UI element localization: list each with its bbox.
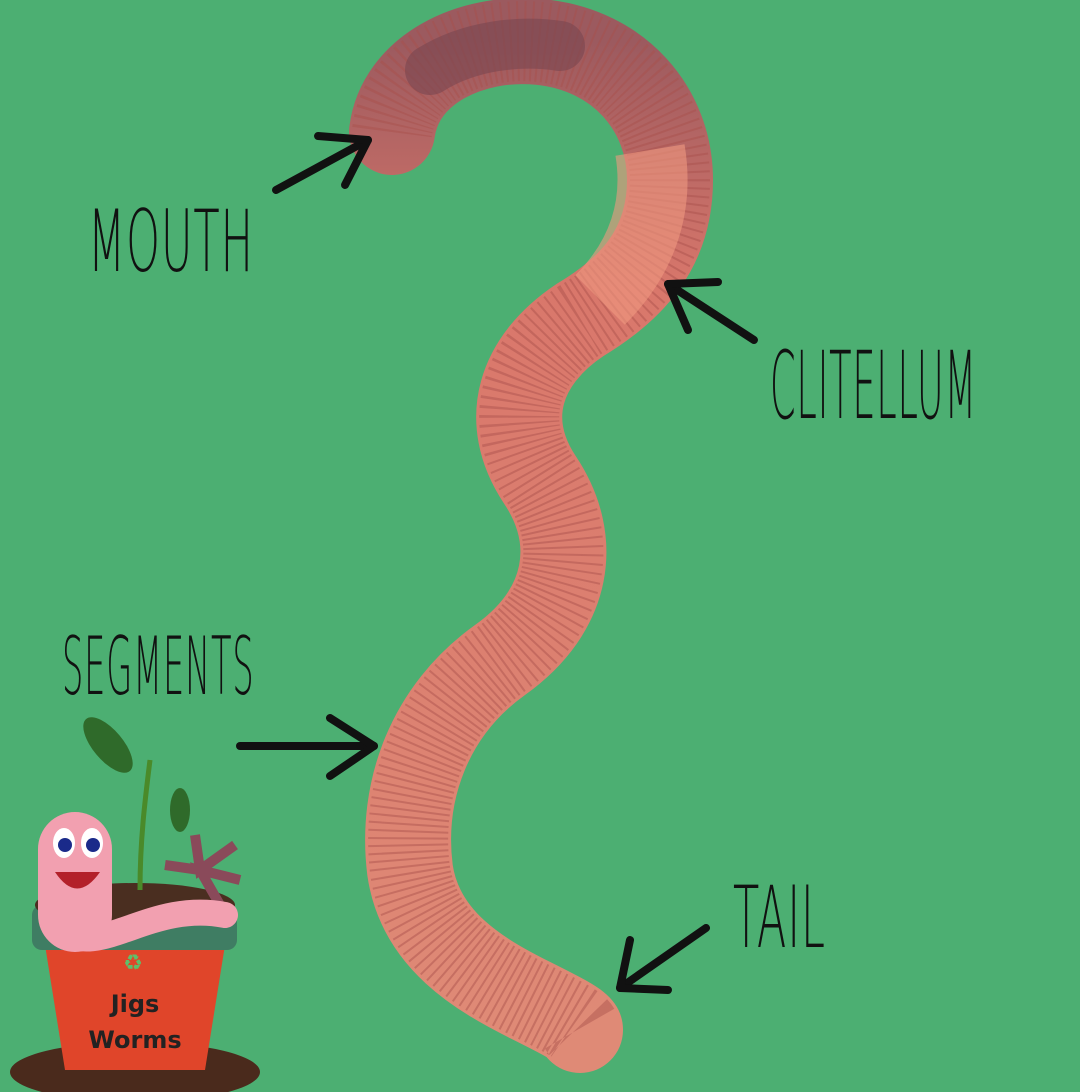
worm-body bbox=[349, 0, 714, 1073]
logo-text-line2: Worms bbox=[88, 1026, 182, 1054]
label-tail: TAIL bbox=[733, 868, 826, 968]
tail-arrow bbox=[616, 924, 710, 994]
label-mouth: MOUTH bbox=[88, 192, 255, 292]
segments-arrow bbox=[236, 714, 378, 780]
logo-text-line1: Jigs bbox=[110, 990, 160, 1018]
earthworm-illustration bbox=[349, 0, 714, 1073]
mouth-arrow bbox=[272, 132, 372, 194]
worm-head-shade bbox=[405, 18, 585, 95]
label-clitellum: CLITELLUM bbox=[770, 332, 977, 441]
clitellum-arrow bbox=[664, 278, 758, 344]
svg-text:♻: ♻ bbox=[123, 951, 143, 976]
worm-clitellum bbox=[574, 144, 688, 325]
label-segments: SEGMENTS bbox=[62, 620, 255, 713]
jigs-worms-logo: ♻ bbox=[10, 717, 260, 1092]
worm-segments bbox=[352, 1, 711, 1058]
